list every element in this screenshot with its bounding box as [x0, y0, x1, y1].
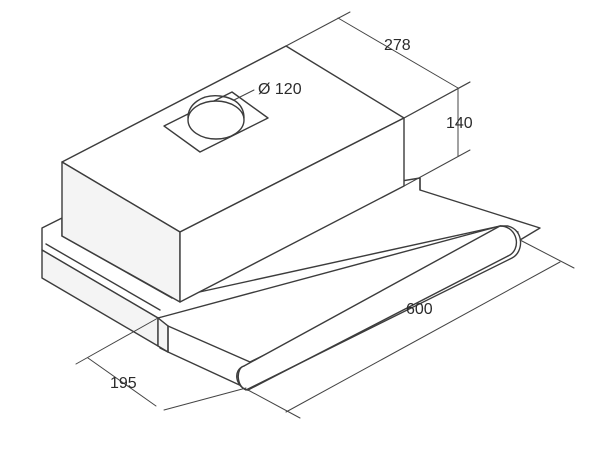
dimension-lines — [75, 11, 575, 419]
motor-box — [61, 45, 405, 303]
width-label: 600 — [406, 301, 433, 318]
slider-panel — [157, 225, 519, 389]
duct-diameter-label: Ø 120 — [258, 81, 302, 98]
height-label: 140 — [446, 115, 473, 132]
handle-bar — [236, 225, 522, 391]
depth-label: 278 — [384, 37, 411, 54]
exhaust-outlet — [163, 91, 269, 153]
slider-depth-label: 195 — [110, 375, 137, 392]
